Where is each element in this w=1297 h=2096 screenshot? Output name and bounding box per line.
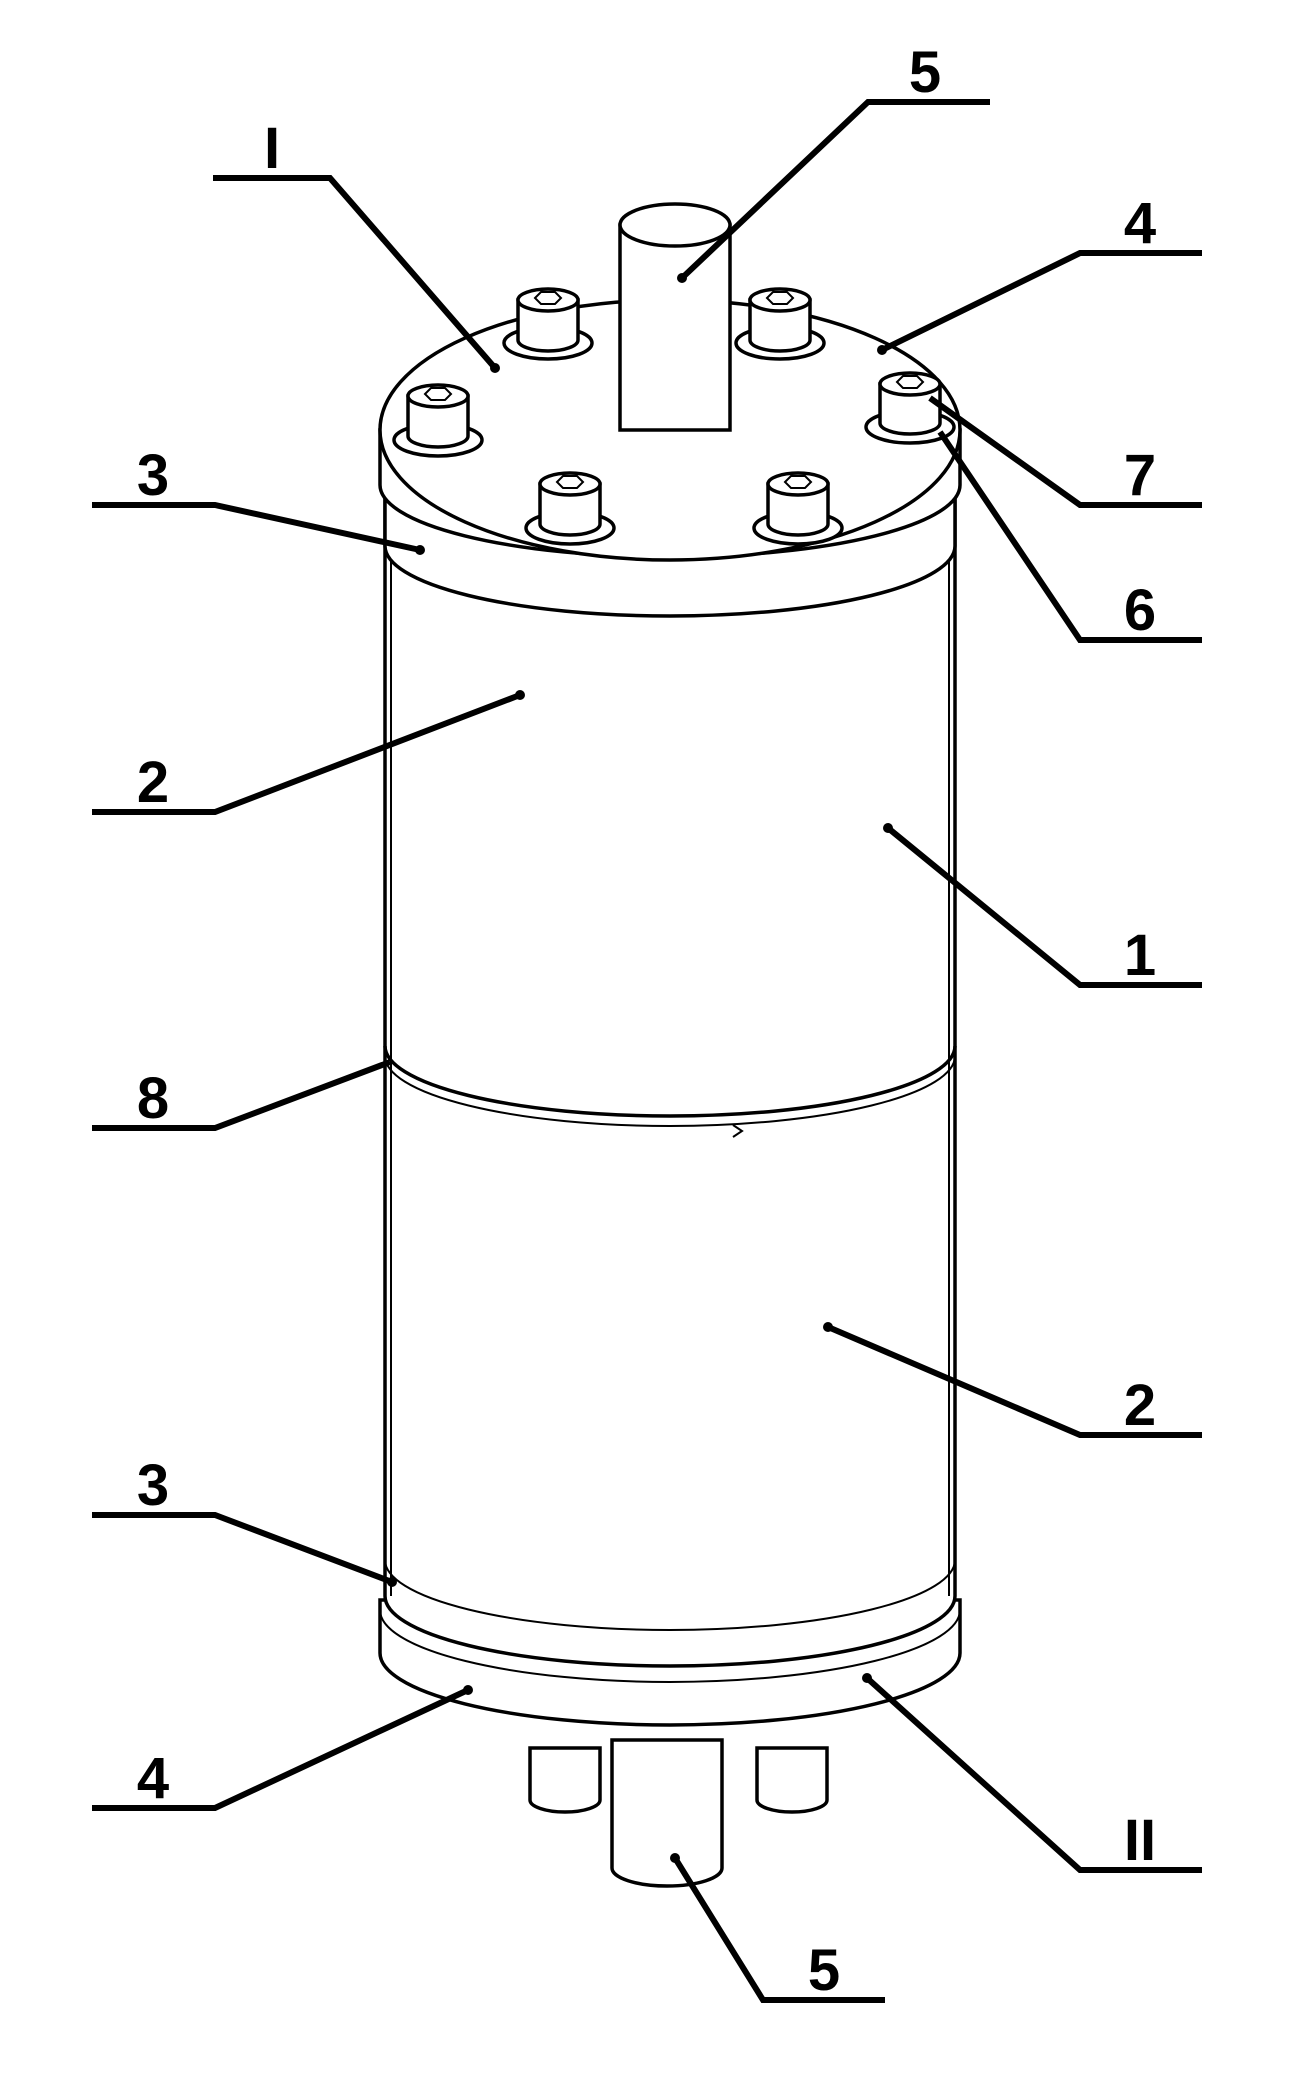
leader-top-flange — [877, 250, 1202, 355]
leader-top-pipe — [677, 99, 990, 283]
callout-top-ring: 3 — [137, 443, 169, 508]
leader-body — [883, 823, 1202, 988]
bolt-top-left — [502, 287, 594, 361]
callout-detail-top: I — [264, 116, 280, 181]
leader-detail-bottom — [862, 1673, 1202, 1873]
bolt-left — [392, 383, 484, 458]
leader-bottom-ring — [92, 1512, 397, 1587]
callout-middle-seam: 8 — [137, 1066, 169, 1131]
callout-bottom-ring: 3 — [137, 1453, 169, 1518]
bottom-ring-seam — [384, 1559, 956, 1631]
callout-top-pipe: 5 — [909, 40, 941, 105]
bolt-bottom-left — [524, 471, 616, 546]
callout-lower-shell: 2 — [1124, 1373, 1156, 1438]
bolt-right — [864, 371, 956, 445]
middle-seam — [383, 1045, 957, 1138]
bolt-top-right — [734, 287, 826, 361]
leader-bottom-flange — [92, 1685, 473, 1811]
main-shell — [383, 498, 957, 1668]
leader-upper-shell — [92, 690, 525, 815]
callout-top-flange: 4 — [1124, 191, 1156, 256]
leader-middle-seam — [92, 1059, 392, 1131]
bottom-pipe — [610, 1738, 724, 1888]
leader-lower-shell — [823, 1322, 1202, 1438]
leader-bottom-pipe — [670, 1853, 885, 2003]
callout-washer: 6 — [1124, 578, 1156, 643]
callout-detail-bottom: II — [1124, 1808, 1156, 1873]
leader-bolt — [928, 395, 1202, 508]
callout-body: 1 — [1124, 923, 1156, 988]
bottom-bolt-stub-left — [528, 1746, 602, 1814]
leader-washer — [937, 430, 1202, 643]
callout-bolt: 7 — [1124, 443, 1156, 508]
leader-detail-top — [213, 175, 500, 373]
leader-top-ring — [92, 502, 425, 555]
callout-bottom-flange: 4 — [137, 1746, 169, 1811]
bottom-bolt-stub-right — [755, 1746, 829, 1814]
top-pipe — [618, 202, 732, 432]
callout-upper-shell: 2 — [137, 750, 169, 815]
bolt-bottom-right — [752, 471, 844, 546]
callout-bottom-pipe: 5 — [808, 1938, 840, 2003]
